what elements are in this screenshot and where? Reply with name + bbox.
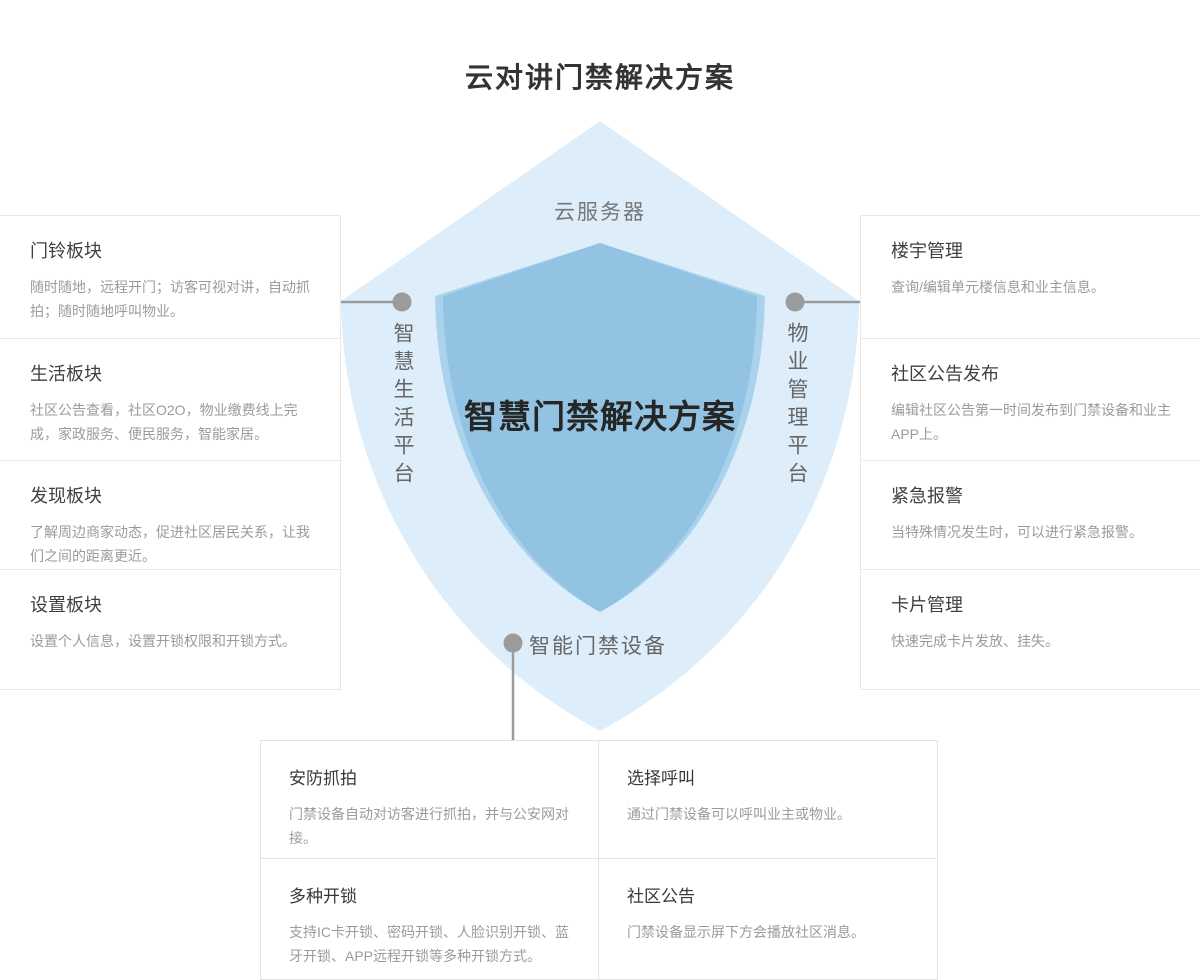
shield-center-label: 智慧门禁解决方案 xyxy=(464,398,736,435)
cell-title: 安防抓拍 xyxy=(289,769,357,788)
panel-settings: 设置板块 设置个人信息，设置开锁权限和开锁方式。 xyxy=(0,569,341,690)
panel-emergency-alarm: 紧急报警 当特殊情况发生时，可以进行紧急报警。 xyxy=(860,460,1200,570)
panel-title: 生活板块 xyxy=(30,364,102,384)
panel-desc: 设置个人信息，设置开锁权限和开锁方式。 xyxy=(30,633,296,649)
cell-desc: 门禁设备自动对访客进行抓拍，并与公安网对接。 xyxy=(289,806,569,846)
device-feature-grid: 安防抓拍 门禁设备自动对访客进行抓拍，并与公安网对接。 选择呼叫 通过门禁设备可… xyxy=(260,740,938,980)
page-title: 云对讲门禁解决方案 xyxy=(464,62,735,93)
panel-title: 楼宇管理 xyxy=(891,241,963,261)
cell-community-announcement: 社区公告 门禁设备显示屏下方会播放社区消息。 xyxy=(598,858,938,980)
cell-desc: 门禁设备显示屏下方会播放社区消息。 xyxy=(627,924,865,940)
cell-title: 多种开锁 xyxy=(289,887,357,906)
panel-title: 卡片管理 xyxy=(891,595,963,615)
cloud-server-label: 云服务器 xyxy=(554,201,646,224)
cell-title: 选择呼叫 xyxy=(627,769,695,788)
left-connector-dot xyxy=(392,292,412,312)
panel-life: 生活板块 社区公告查看，社区O2O，物业缴费线上完成，家政服务、便民服务，智能家… xyxy=(0,338,341,461)
panel-doorbell: 门铃板块 随时随地，远程开门；访客可视对讲，自动抓拍；随时随地呼叫物业。 xyxy=(0,215,341,339)
panel-title: 紧急报警 xyxy=(891,486,963,506)
inner-shield-shape xyxy=(443,243,757,612)
panel-building-management: 楼宇管理 查询/编辑单元楼信息和业主信息。 xyxy=(860,215,1200,339)
panel-desc: 查询/编辑单元楼信息和业主信息。 xyxy=(891,279,1105,295)
right-connector-dot xyxy=(785,292,805,312)
panel-discover: 发现板块 了解周边商家动态，促进社区居民关系，让我们之间的距离更近。 xyxy=(0,460,341,570)
panel-desc: 当特殊情况发生时，可以进行紧急报警。 xyxy=(891,524,1143,540)
cell-title: 社区公告 xyxy=(627,887,695,906)
panel-community-announcement-publish: 社区公告发布 编辑社区公告第一时间发布到门禁设备和业主APP上。 xyxy=(860,338,1200,461)
panel-title: 门铃板块 xyxy=(30,241,102,261)
smart-life-platform-label: 智慧生活平台 xyxy=(391,322,414,490)
panel-desc: 了解周边商家动态，促进社区居民关系，让我们之间的距离更近。 xyxy=(30,524,310,564)
panel-desc: 快速完成卡片发放、挂失。 xyxy=(891,633,1059,649)
panel-desc: 编辑社区公告第一时间发布到门禁设备和业主APP上。 xyxy=(891,402,1171,442)
property-management-platform-label: 物业管理平台 xyxy=(785,322,808,490)
cell-desc: 通过门禁设备可以呼叫业主或物业。 xyxy=(627,806,851,822)
panel-desc: 社区公告查看，社区O2O，物业缴费线上完成，家政服务、便民服务，智能家居。 xyxy=(30,402,298,442)
cell-select-call: 选择呼叫 通过门禁设备可以呼叫业主或物业。 xyxy=(598,740,938,859)
panel-title: 设置板块 xyxy=(30,595,102,615)
cell-multiple-unlock: 多种开锁 支持IC卡开锁、密码开锁、人脸识别开锁、蓝牙开锁、APP远程开锁等多种… xyxy=(260,858,599,980)
panel-desc: 随时随地，远程开门；访客可视对讲，自动抓拍；随时随地呼叫物业。 xyxy=(30,279,310,319)
smart-access-device-label: 智能门禁设备 xyxy=(529,635,667,658)
bottom-connector-dot xyxy=(503,633,523,653)
panel-title: 发现板块 xyxy=(30,486,102,506)
cell-security-capture: 安防抓拍 门禁设备自动对访客进行抓拍，并与公安网对接。 xyxy=(260,740,599,859)
panel-title: 社区公告发布 xyxy=(891,364,999,384)
panel-card-management: 卡片管理 快速完成卡片发放、挂失。 xyxy=(860,569,1200,690)
cell-desc: 支持IC卡开锁、密码开锁、人脸识别开锁、蓝牙开锁、APP远程开锁等多种开锁方式。 xyxy=(289,924,569,964)
